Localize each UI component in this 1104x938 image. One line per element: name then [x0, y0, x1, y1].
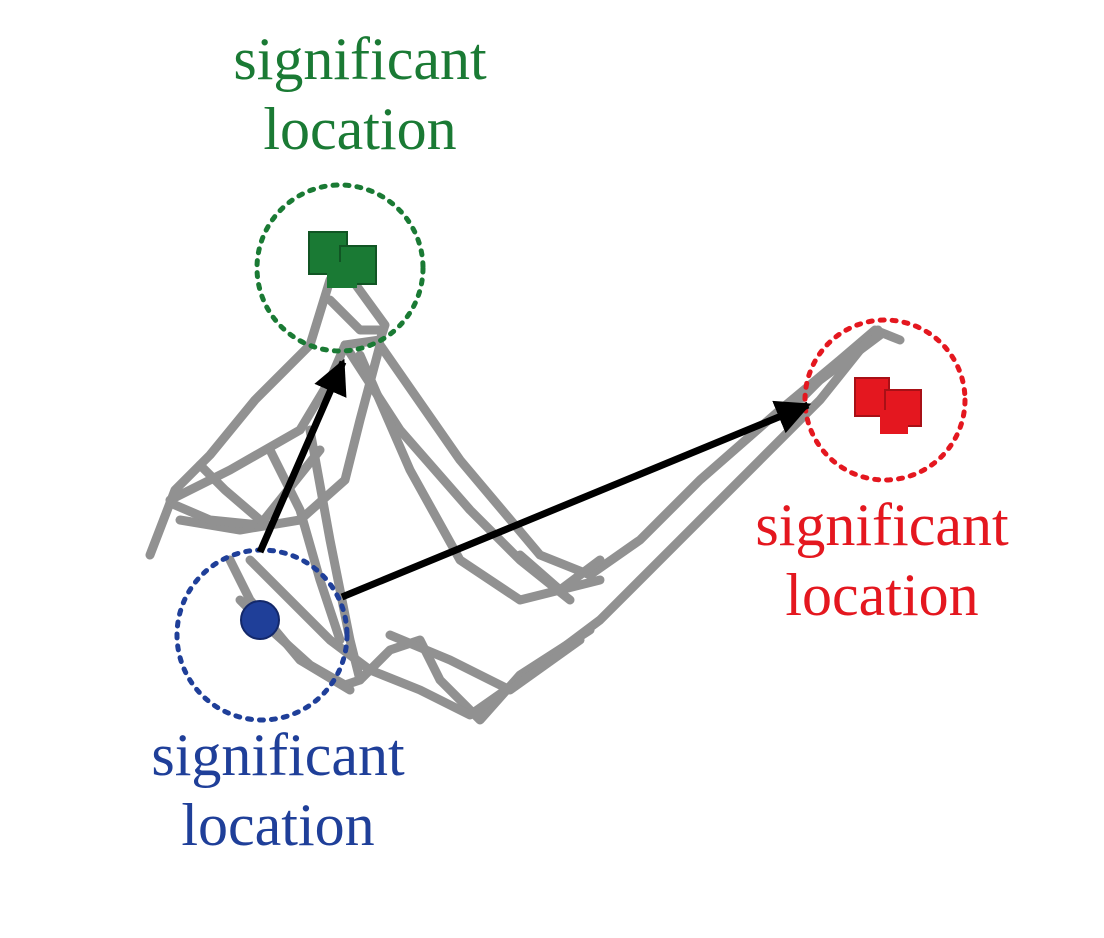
green-label-line1: significant [233, 26, 487, 92]
red-location-ring [802, 317, 968, 483]
blue-label-line2: location [181, 792, 375, 858]
red-label-line1: significant [755, 492, 1009, 558]
red-square-cluster-icon [854, 377, 922, 434]
red-location-label: significant location [707, 490, 1057, 630]
arrow-to-red-location [340, 400, 812, 601]
green-location-ring [254, 182, 426, 354]
arrow-to-green-location [256, 358, 347, 554]
red-label-line2: location [785, 562, 979, 628]
trajectory-network [145, 260, 905, 725]
green-label-line2: location [263, 96, 457, 162]
green-square-cluster-icon [308, 231, 377, 288]
blue-location-label: significant location [103, 720, 453, 860]
green-location-label: significant location [185, 24, 535, 164]
blue-label-line1: significant [151, 722, 405, 788]
blue-circle-icon [240, 600, 280, 640]
